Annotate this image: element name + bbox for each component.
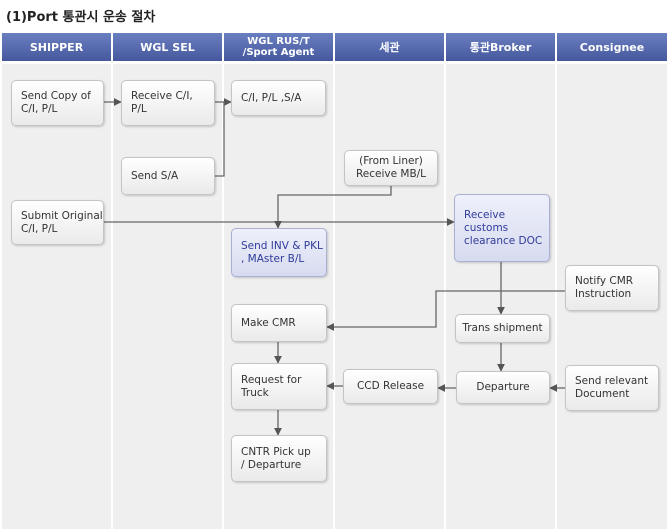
node-make-cmr: Make CMR	[231, 304, 327, 342]
lane-header-consignee: Consignee	[557, 33, 667, 61]
lane-header-shipper: SHIPPER	[2, 33, 111, 61]
arrow-notify-to-makecmr	[326, 290, 565, 331]
line-sendsa-to-cipl	[215, 102, 225, 177]
arrow-liner-to-sendinv	[274, 185, 392, 229]
node-request-truck: Request for Truck	[231, 363, 327, 410]
node-ci-pl-sa: C/I, P/L ,S/A	[231, 80, 326, 116]
lane-wgl-sel	[113, 64, 222, 529]
node-send-relevant: Send relevant Document	[565, 365, 659, 411]
node-cntr-pickup: CNTR Pick up / Departure	[231, 435, 327, 482]
node-departure: Departure	[456, 371, 550, 404]
lane-header-wgl-sel: WGL SEL	[113, 33, 222, 61]
node-send-inv: Send INV & PKL , MAster B/L	[231, 228, 327, 277]
node-trans-shipment: Trans shipment	[455, 314, 550, 343]
lane-shipper	[2, 64, 111, 529]
node-from-liner: (From Liner) Receive MB/L	[344, 150, 438, 186]
node-notify-cmr: Notify CMR Instruction	[565, 265, 659, 311]
node-submit-original: Submit Original C/I, P/L	[11, 200, 104, 245]
lane-header-broker: 통관Broker	[446, 33, 555, 61]
lane-header-wgl-rus: WGL RUS/T /Sport Agent	[224, 33, 333, 61]
node-receive-ci: Receive C/I, P/L	[121, 80, 215, 126]
diagram-title: (1)Port 통관시 운송 절차	[6, 10, 156, 25]
lane-header-customs: 세관	[335, 33, 444, 61]
node-receive-customs: Receive customs clearance DOC	[454, 194, 550, 262]
lane-customs	[335, 64, 444, 529]
node-send-sa: Send S/A	[121, 157, 215, 195]
node-send-copy: Send Copy of C/I, P/L	[11, 80, 104, 126]
node-ccd-release: CCD Release	[343, 369, 438, 404]
